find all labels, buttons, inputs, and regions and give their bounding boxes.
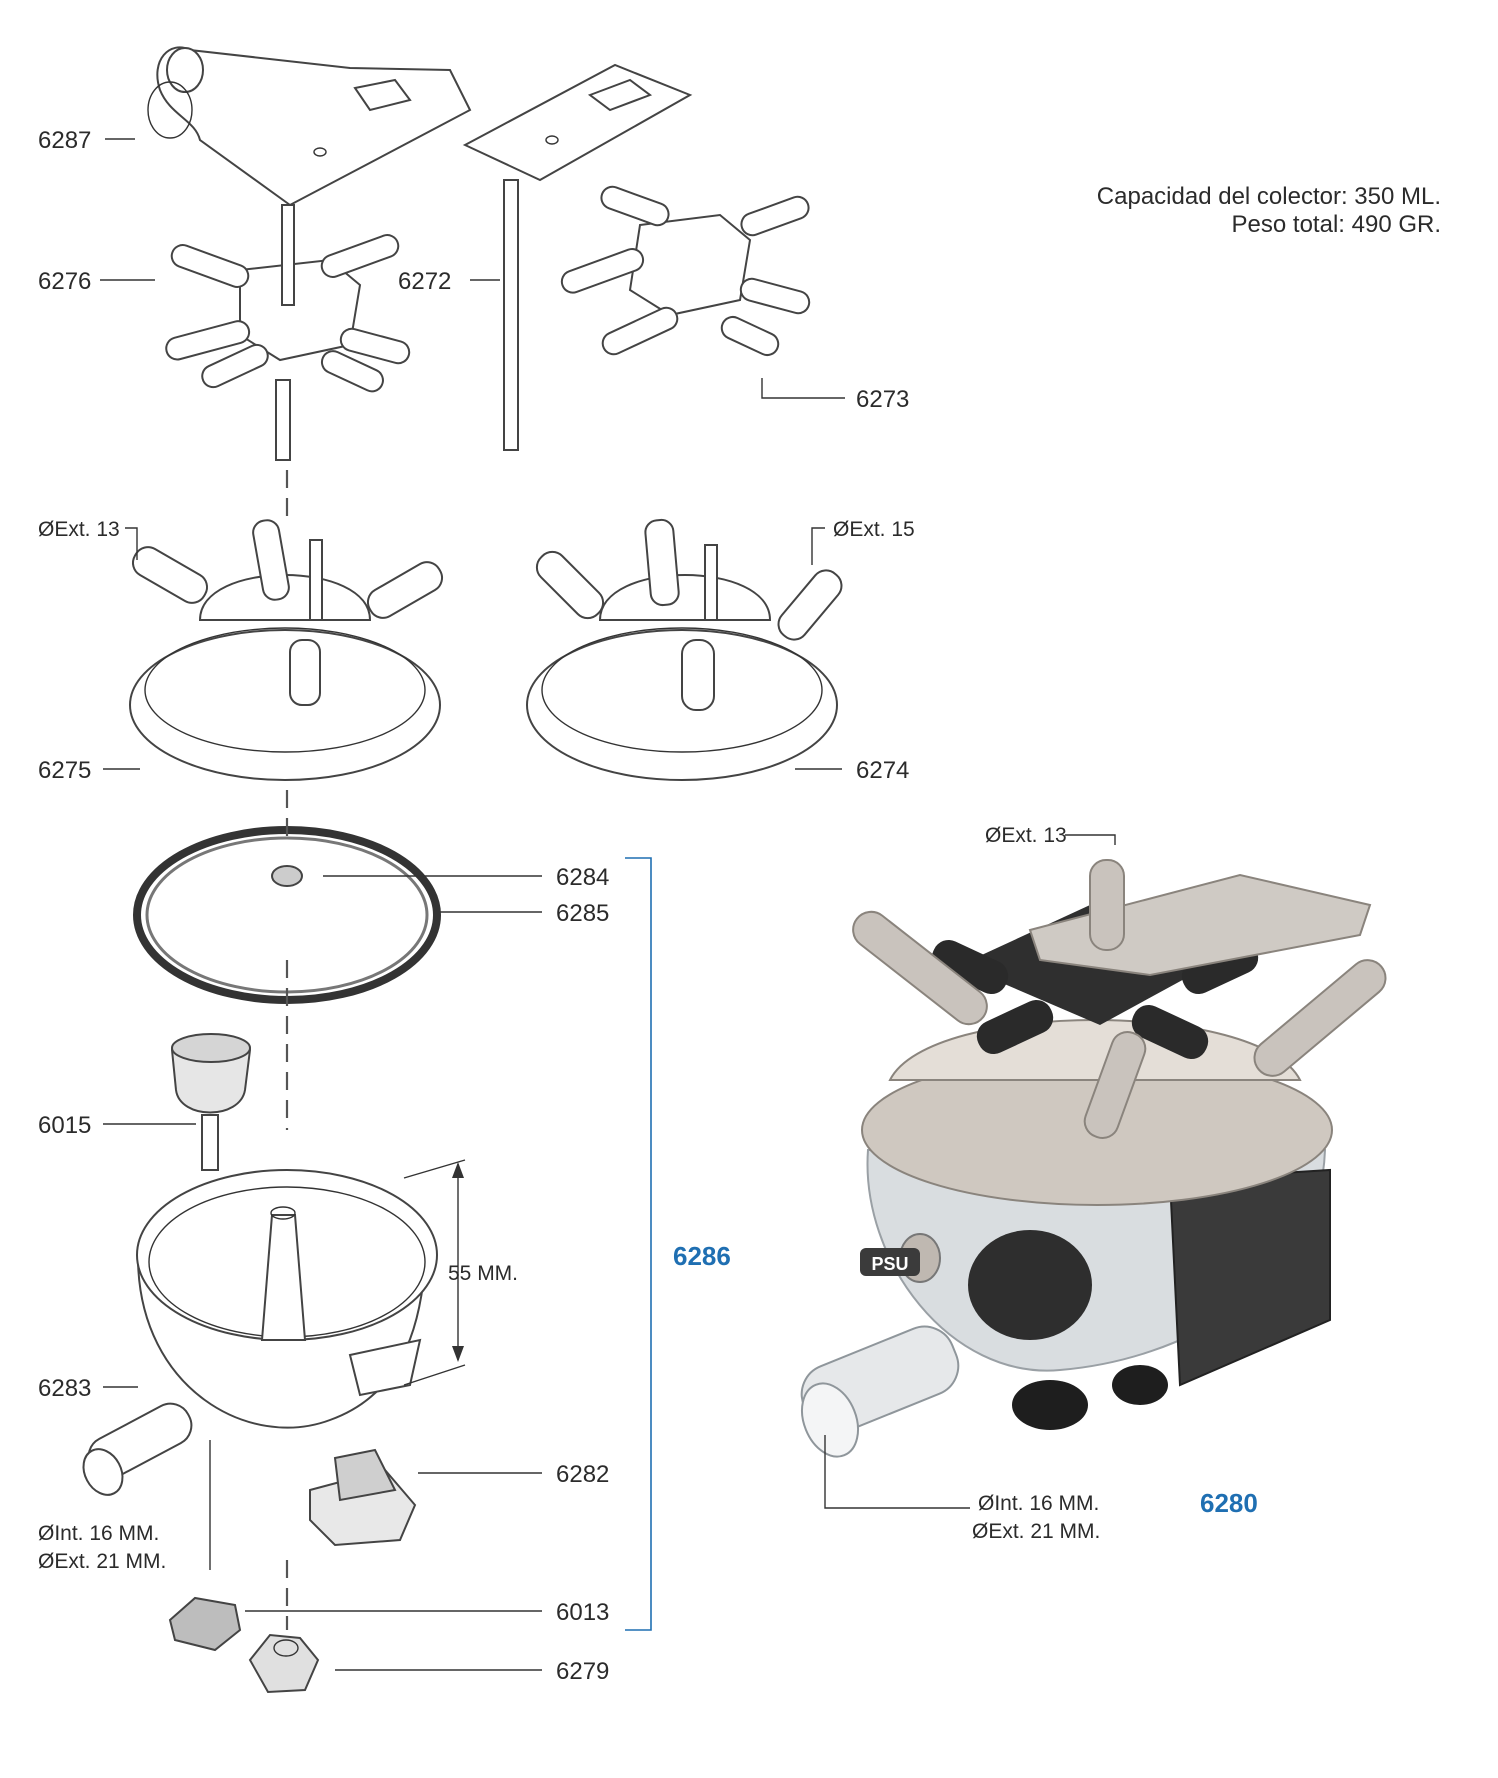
dim-ext13-photo: ØExt. 13 xyxy=(985,824,1067,847)
product-photo-6280: PSU xyxy=(800,859,1387,1458)
psu-badge-label: PSU xyxy=(871,1254,908,1274)
part-label-6279: 6279 xyxy=(556,1658,609,1685)
spec-capacity: Capacidad del colector: 350 ML. xyxy=(1097,183,1441,210)
dim-int16-photo: ØInt. 16 MM. xyxy=(978,1492,1099,1515)
dim-int16-left: ØInt. 16 MM. xyxy=(38,1522,159,1545)
part-6272-bracket xyxy=(462,63,693,451)
part-label-6276: 6276 xyxy=(38,268,91,295)
dim-height: 55 MM. xyxy=(448,1262,518,1285)
part-6275-lid xyxy=(129,519,444,781)
dim-ext21-photo: ØExt. 21 MM. xyxy=(972,1520,1100,1543)
part-6282-block xyxy=(309,1448,417,1547)
part-6279-nut xyxy=(248,1633,320,1694)
part-6274-lid xyxy=(526,518,843,781)
part-label-6282: 6282 xyxy=(556,1461,609,1488)
part-6013-nut xyxy=(168,1596,242,1652)
leader-lines xyxy=(100,138,845,1671)
photo-leader-lines xyxy=(824,834,1116,1509)
spec-weight: Peso total: 490 GR. xyxy=(1232,211,1441,238)
dim-ext13-left: ØExt. 13 xyxy=(38,518,120,541)
part-label-6272: 6272 xyxy=(398,268,451,295)
product-code-6280: 6280 xyxy=(1200,1488,1258,1518)
dim-ext15-right: ØExt. 15 xyxy=(833,518,915,541)
part-6283-bowl xyxy=(82,1169,438,1496)
part-label-6013: 6013 xyxy=(556,1599,609,1626)
part-6284-nut xyxy=(271,865,303,887)
part-label-6274: 6274 xyxy=(856,757,909,784)
dim-ext21-left: ØExt. 21 MM. xyxy=(38,1550,166,1573)
part-6273-claw-top xyxy=(560,185,811,357)
part-label-6284: 6284 xyxy=(556,864,609,891)
assembly-code-6286: 6286 xyxy=(673,1241,731,1271)
part-6287-bracket xyxy=(147,46,472,207)
part-6015-valve xyxy=(170,1033,252,1171)
part-label-6015: 6015 xyxy=(38,1112,91,1139)
psu-badge xyxy=(860,1248,920,1276)
part-6276-claw-top xyxy=(165,204,411,461)
part-label-6275: 6275 xyxy=(38,757,91,784)
part-label-6283: 6283 xyxy=(38,1375,91,1402)
part-label-6285: 6285 xyxy=(556,900,609,927)
part-label-6273: 6273 xyxy=(856,386,909,413)
part-label-6287: 6287 xyxy=(38,127,91,154)
